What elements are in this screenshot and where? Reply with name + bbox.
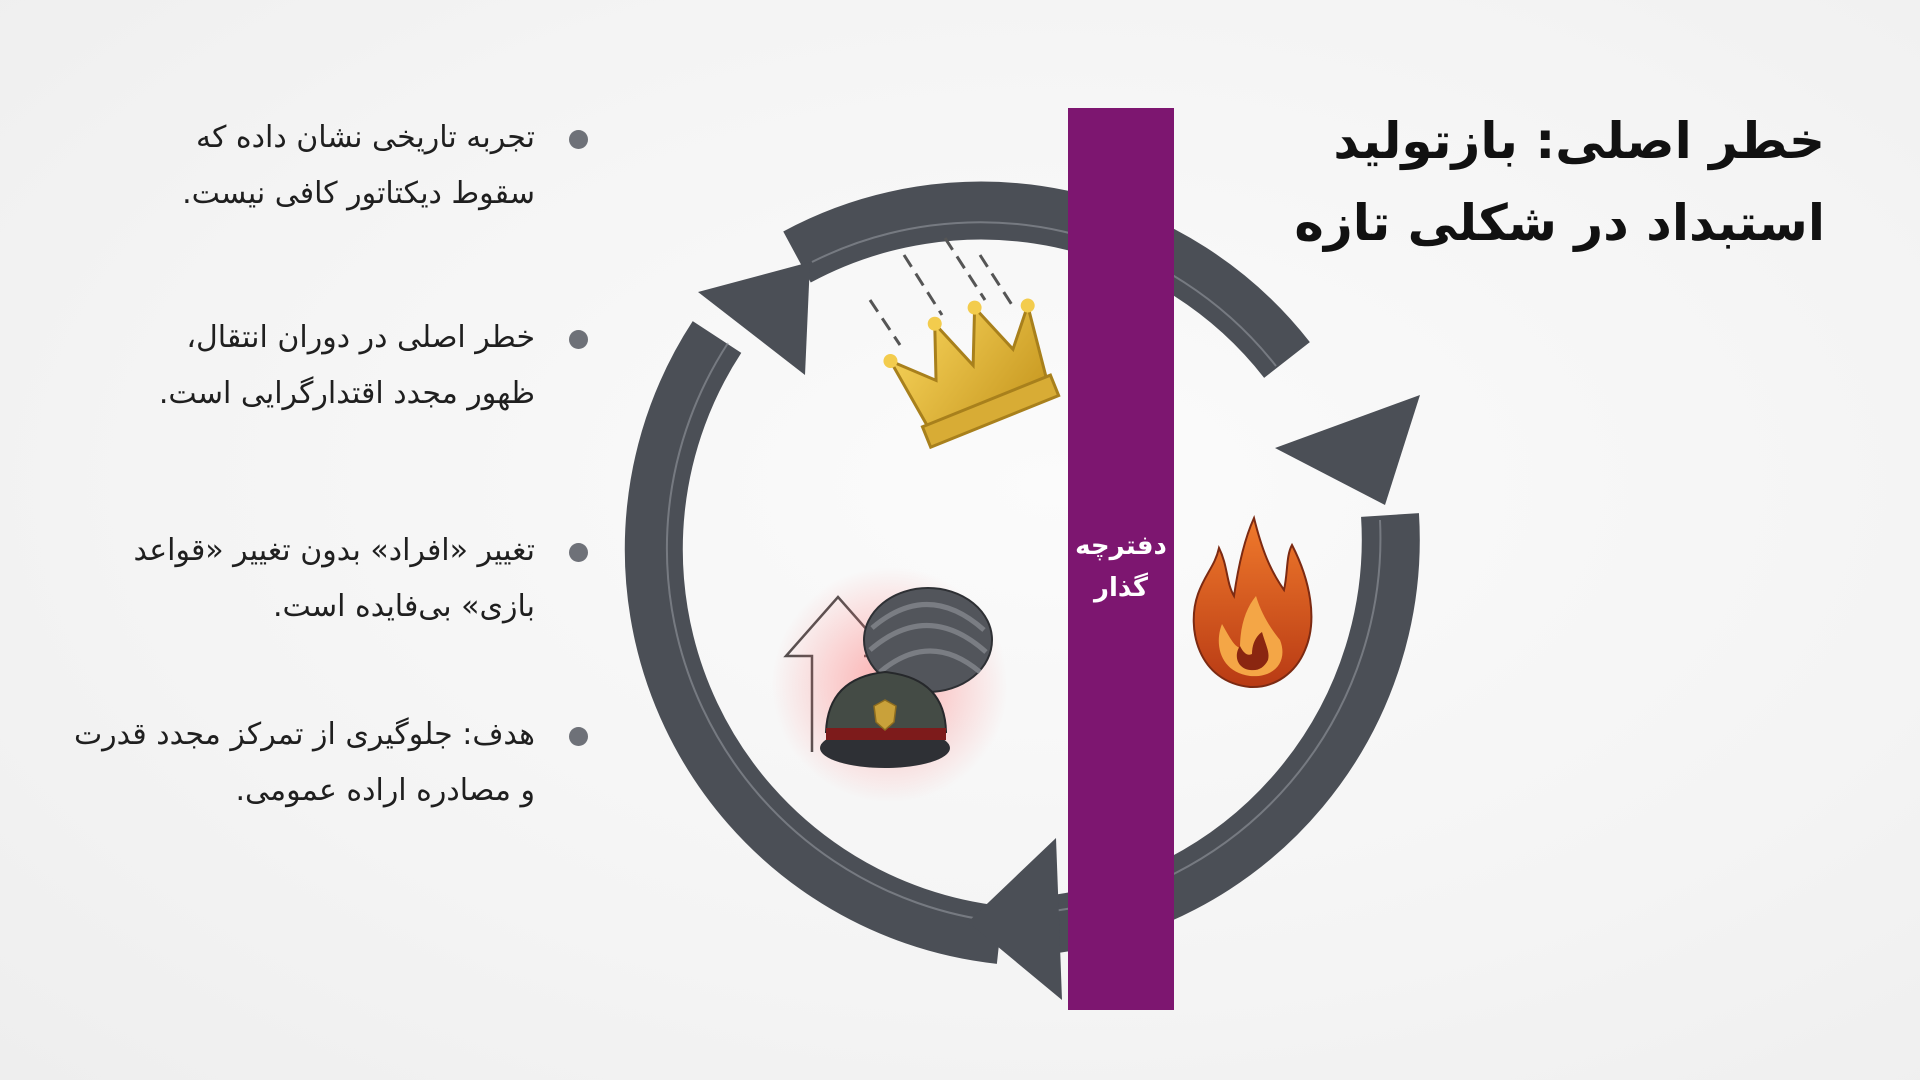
- bullet-text: هدف: جلوگیری از تمرکز مجدد قدرت و مصادره…: [30, 707, 535, 819]
- bullet-line: سقوط دیکتاتور کافی نیست.: [182, 176, 535, 211]
- bullet-item: تغییر «افراد» بدون تغییر «قواعد بازی» بی…: [30, 523, 590, 635]
- bullet-dot-icon: [569, 330, 588, 349]
- turban-and-military-cap-icon: [772, 567, 1008, 803]
- bullet-dot-icon: [569, 727, 588, 746]
- title-line-2: استبداد در شکلی تازه: [1294, 194, 1825, 252]
- bullet-text: تغییر «افراد» بدون تغییر «قواعد بازی» بی…: [30, 523, 535, 635]
- bullet-dot-icon: [569, 543, 588, 562]
- bullet-item: خطر اصلی در دوران انتقال، ظهور مجدد اقتد…: [30, 310, 590, 422]
- bar-label: دفترچه گذار: [1068, 525, 1174, 609]
- bullet-line: ظهور مجدد اقتدارگرایی است.: [158, 376, 535, 411]
- bullet-line: بازی» بی‌فایده است.: [272, 589, 535, 624]
- cycle-arc-top: [783, 181, 1310, 378]
- bar-label-line-1: دفترچه: [1075, 531, 1167, 561]
- bullet-line: خطر اصلی در دوران انتقال،: [186, 320, 535, 355]
- cycle-arc-left: [624, 321, 1004, 964]
- slide-title: خطر اصلی: بازتولید استبداد در شکلی تازه: [1285, 100, 1825, 264]
- bullet-list: تجربه تاریخی نشان داده که سقوط دیکتاتور …: [20, 100, 590, 840]
- bullet-text: تجربه تاریخی نشان داده که سقوط دیکتاتور …: [30, 110, 535, 222]
- bullet-line: تجربه تاریخی نشان داده که: [196, 120, 535, 155]
- arrowhead-top: [698, 262, 810, 375]
- transition-booklet-bar: [1068, 108, 1174, 1010]
- bullet-text: خطر اصلی در دوران انتقال، ظهور مجدد اقتد…: [30, 310, 535, 422]
- bullet-line: و مصادره اراده عمومی.: [235, 773, 535, 808]
- arrowhead-right: [1275, 395, 1420, 505]
- bullet-item: هدف: جلوگیری از تمرکز مجدد قدرت و مصادره…: [30, 707, 590, 819]
- arrowheads: [698, 262, 1420, 1000]
- flame-icon: [1192, 514, 1313, 689]
- bullet-item: تجربه تاریخی نشان داده که سقوط دیکتاتور …: [30, 110, 590, 222]
- title-line-1: خطر اصلی: بازتولید: [1333, 112, 1825, 170]
- bar-label-line-2: گذار: [1093, 573, 1149, 603]
- bullet-line: هدف: جلوگیری از تمرکز مجدد قدرت: [73, 717, 535, 752]
- arrowhead-bottom: [968, 838, 1062, 1000]
- falling-crown-icon: [868, 237, 1061, 450]
- bullet-dot-icon: [569, 130, 588, 149]
- bullet-line: تغییر «افراد» بدون تغییر «قواعد: [133, 533, 535, 568]
